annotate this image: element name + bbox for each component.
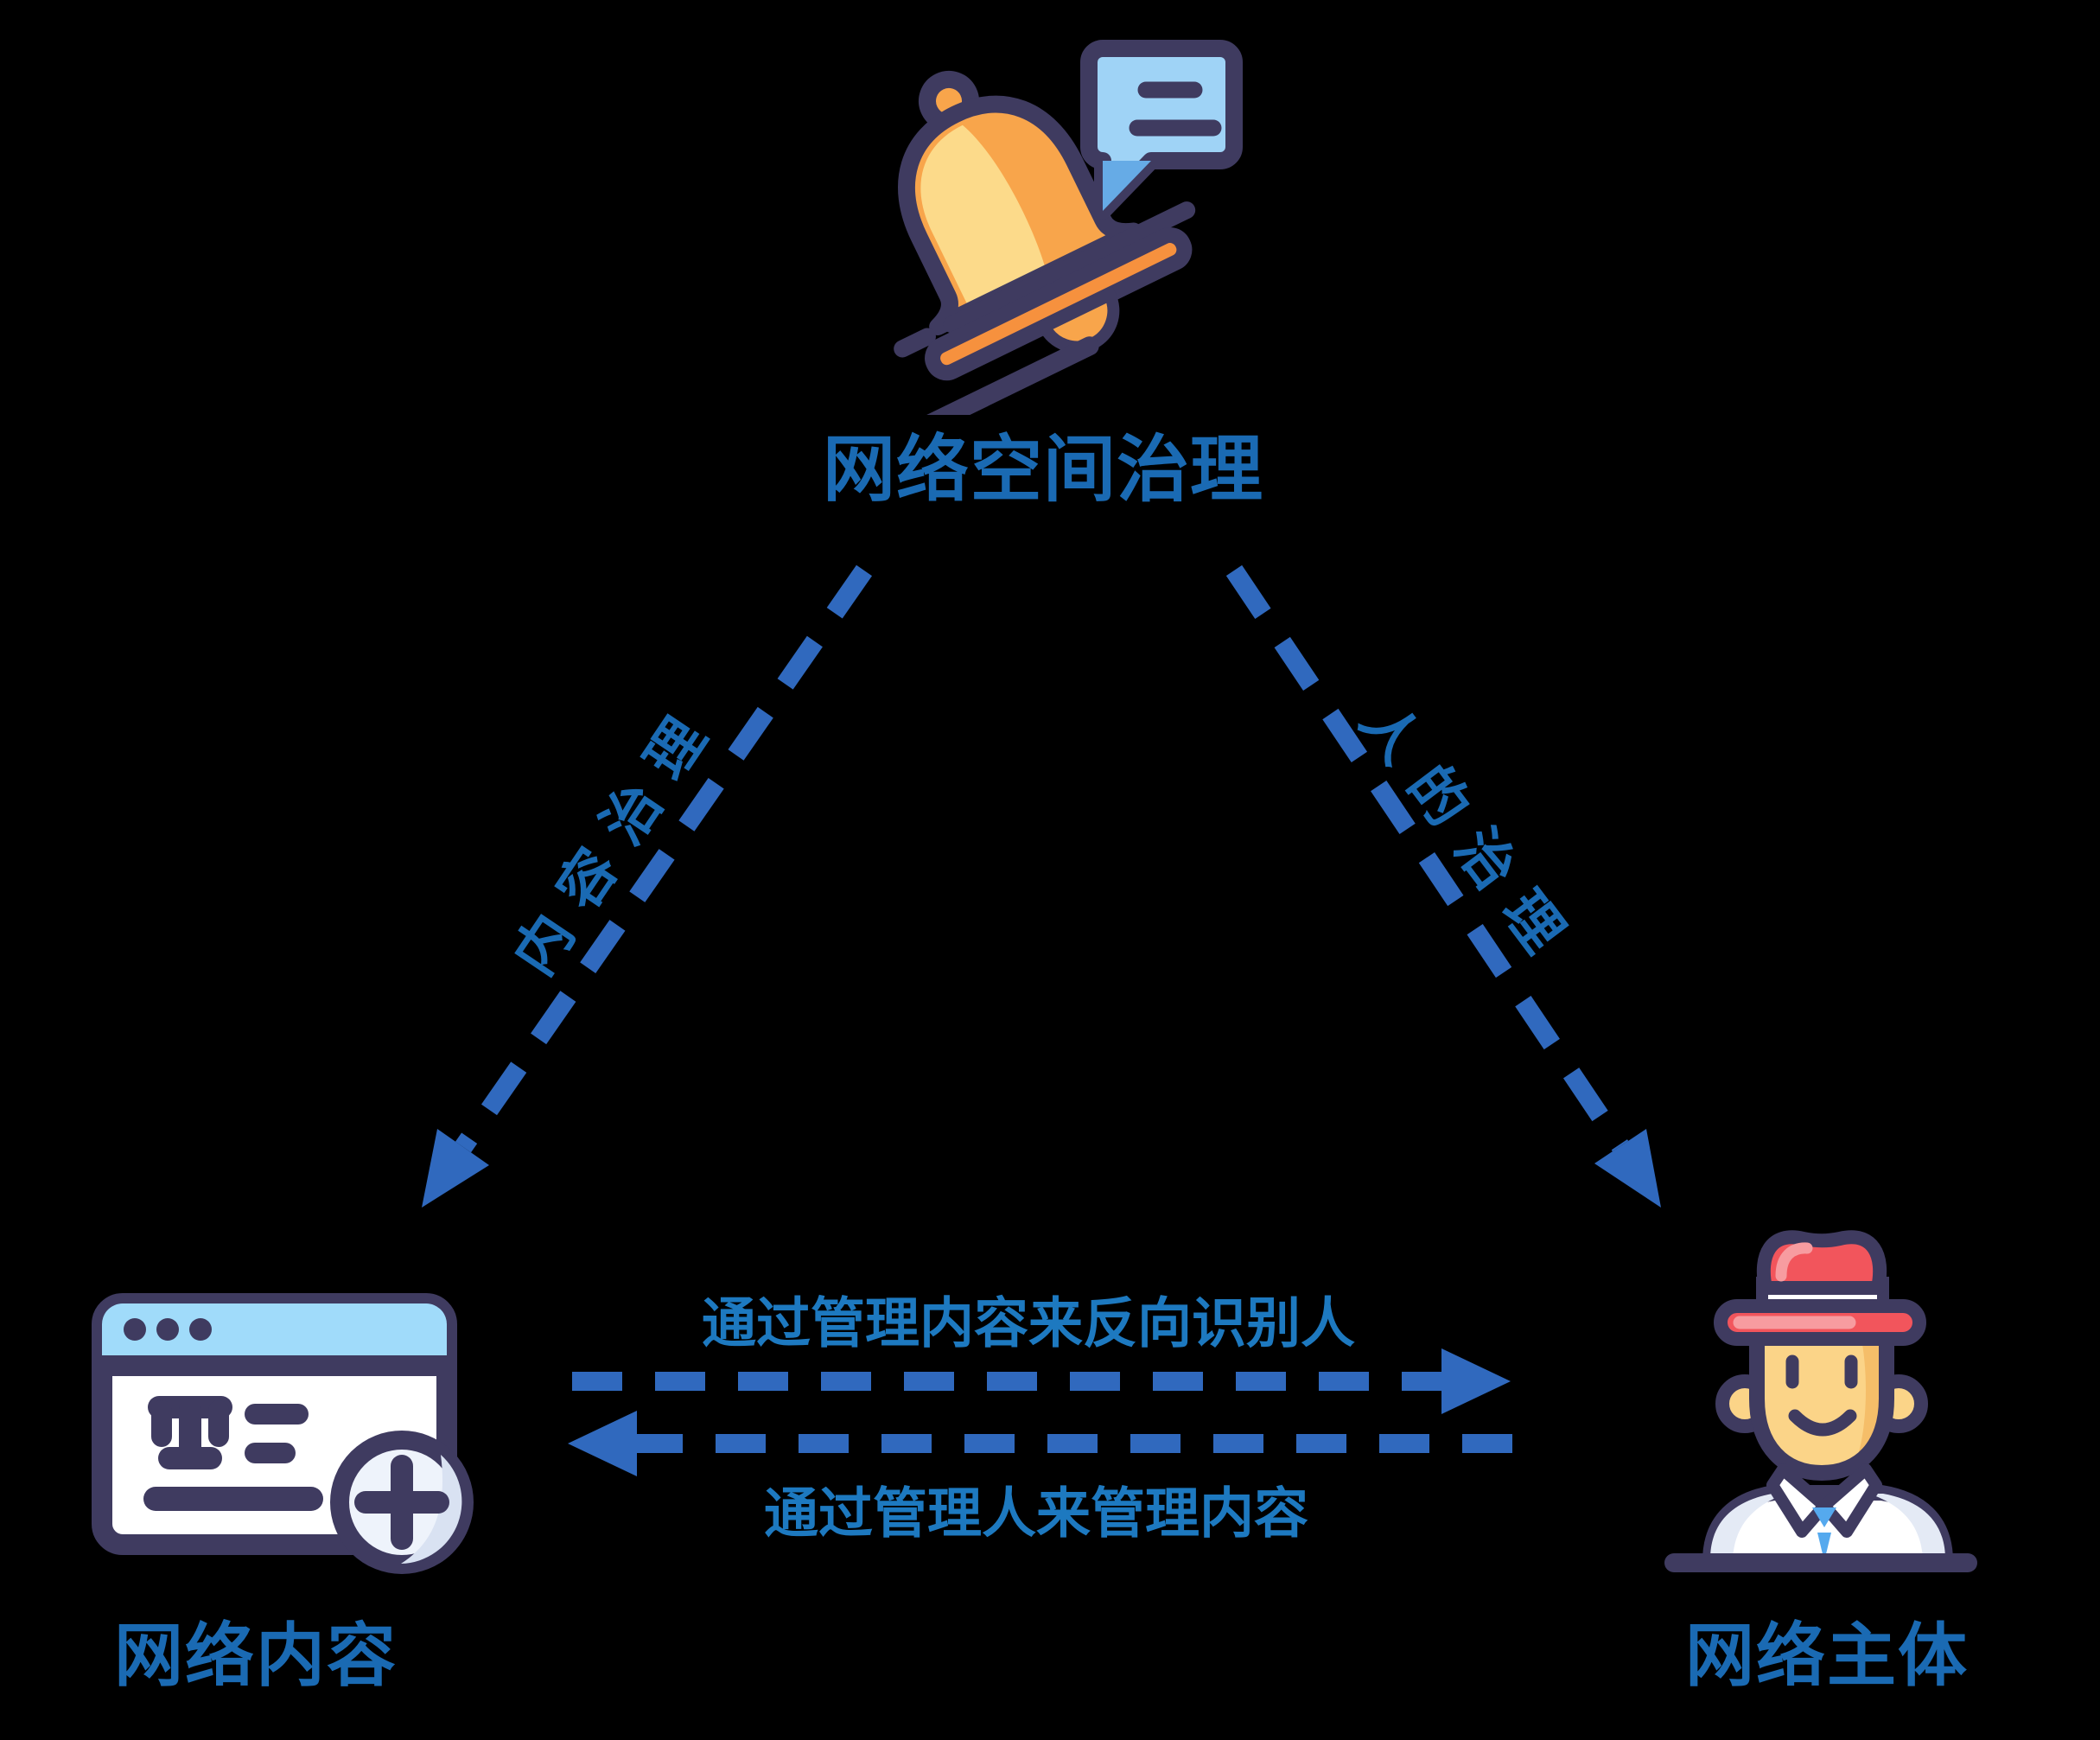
bottom-right-node-label: 网络主体 bbox=[1685, 1619, 1969, 1695]
message-bubble-icon bbox=[1080, 40, 1243, 220]
window-dot bbox=[124, 1318, 146, 1341]
notification-bell-icon bbox=[894, 40, 1243, 415]
bell-body bbox=[894, 70, 1196, 415]
edge-content-to-people-arrow bbox=[572, 1348, 1511, 1414]
window-dot bbox=[156, 1318, 179, 1341]
top-node-label: 网络空间治理 bbox=[822, 430, 1264, 511]
collar bbox=[1766, 1463, 1830, 1538]
collar bbox=[1818, 1463, 1882, 1538]
bottom-left-node-label: 网络内容 bbox=[114, 1619, 398, 1695]
web-content-icon bbox=[92, 1293, 474, 1574]
text-glyph bbox=[143, 1396, 323, 1511]
window-dot bbox=[189, 1318, 212, 1341]
person-icon bbox=[1664, 1230, 1977, 1572]
edge-content-governance-arrow bbox=[422, 564, 873, 1208]
tie-icon bbox=[1817, 1533, 1831, 1561]
smile bbox=[1788, 1409, 1857, 1437]
edge-label-people-to-content: 通过管理人来管理内容 bbox=[764, 1483, 1308, 1545]
edge-label-content-to-people: 通过管理内容来反向识别人 bbox=[702, 1293, 1355, 1354]
edge-people-to-content-arrow bbox=[568, 1411, 1512, 1476]
add-circle-icon bbox=[330, 1431, 474, 1574]
tie-icon bbox=[1812, 1507, 1836, 1527]
edge-people-governance-arrow bbox=[1225, 564, 1661, 1208]
hat-icon bbox=[1714, 1230, 1926, 1346]
shirt bbox=[1702, 1463, 1953, 1569]
